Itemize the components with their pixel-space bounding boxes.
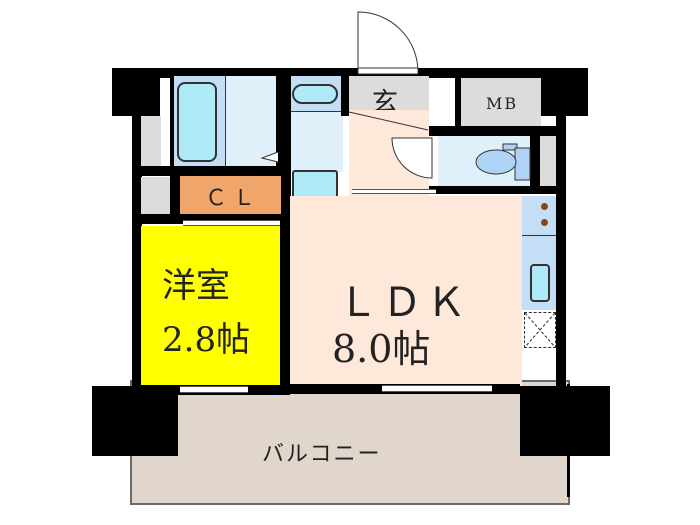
kitchen-sink (530, 264, 550, 302)
column-top-right (540, 68, 588, 116)
washbasin-icon (292, 84, 338, 104)
ldk-name: ＬＤＫ (338, 280, 470, 326)
ldk-room (290, 196, 522, 386)
wall-right (556, 112, 566, 392)
wall-left (132, 112, 142, 387)
western-room-name: 洋室 (162, 266, 230, 306)
wall-top (112, 68, 544, 78)
pipe-space-left-1 (141, 116, 161, 166)
stove (522, 196, 556, 236)
meter-box (461, 78, 541, 126)
balcony-label: バルコニー (262, 442, 382, 467)
column-top-left (112, 68, 160, 116)
western-room-size: 2.8帖 (162, 320, 251, 360)
closet-label: ＣＬ (205, 186, 262, 211)
column-bottom-right (520, 386, 610, 456)
meter-box-label: MB (486, 94, 519, 113)
toilet-pipe (540, 136, 556, 186)
western-room (141, 226, 281, 386)
closet (180, 176, 281, 214)
pipe-space-left-2 (141, 177, 173, 219)
bathtub-icon (177, 82, 217, 162)
column-bottom-left (92, 386, 178, 456)
refrigerator-space (524, 312, 556, 348)
ldk-size: 8.0帖 (332, 327, 431, 371)
